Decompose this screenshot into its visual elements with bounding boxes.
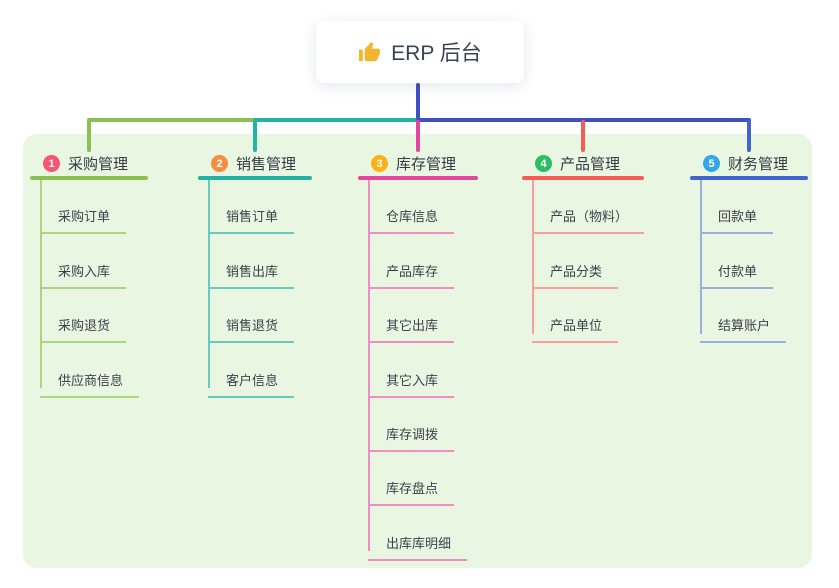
branch-title-finance[interactable]: 5 财务管理 xyxy=(690,151,808,176)
node-sales-return[interactable]: 销售退货 xyxy=(208,289,295,344)
node-outbound-detail[interactable]: 出库库明细 xyxy=(368,506,468,561)
branch-drop-2 xyxy=(253,120,257,152)
node-purchase-inbound[interactable]: 采购入库 xyxy=(40,234,127,289)
branch-title-sales[interactable]: 2 销售管理 xyxy=(198,151,312,176)
node-warehouse-info[interactable]: 仓库信息 xyxy=(368,180,455,235)
branch-number-badge: 2 xyxy=(211,155,228,172)
node-product-unit[interactable]: 产品单位 xyxy=(532,289,619,344)
node-other-inbound[interactable]: 其它入库 xyxy=(368,343,455,398)
node-product-stock[interactable]: 产品库存 xyxy=(368,234,455,289)
node-product-material[interactable]: 产品（物料） xyxy=(532,180,645,235)
branch-underline xyxy=(30,176,148,180)
branch-title-inventory[interactable]: 3 库存管理 xyxy=(358,151,478,176)
node-settlement-account[interactable]: 结算账户 xyxy=(700,289,787,344)
thumbs-up-icon xyxy=(358,41,381,64)
branch-product: 4 产品管理 产品（物料） 产品分类 产品单位 xyxy=(522,151,645,344)
branch-inventory: 3 库存管理 仓库信息 产品库存 其它出库 其它入库 库存调拨 库存盘点 出库库… xyxy=(358,151,478,561)
branch-purchase: 1 采购管理 采购订单 采购入库 采购退货 供应商信息 xyxy=(30,151,148,398)
children-connector-line xyxy=(700,180,702,334)
branch-underline xyxy=(198,176,312,180)
root-node[interactable]: ERP 后台 xyxy=(316,21,524,83)
bus-segment-teal xyxy=(253,118,418,122)
node-stock-transfer[interactable]: 库存调拨 xyxy=(368,398,455,452)
branch-underline xyxy=(358,176,478,180)
branch-label: 库存管理 xyxy=(396,156,457,173)
node-sales-order[interactable]: 销售订单 xyxy=(208,180,295,235)
root-label: ERP 后台 xyxy=(391,42,482,65)
branch-sales: 2 销售管理 销售订单 销售出库 销售退货 客户信息 xyxy=(198,151,312,398)
branch-title-product[interactable]: 4 产品管理 xyxy=(522,151,644,176)
branch-label: 产品管理 xyxy=(560,156,621,173)
node-purchase-return[interactable]: 采购退货 xyxy=(40,289,127,344)
root-connector-line xyxy=(416,83,420,120)
node-customer-info[interactable]: 客户信息 xyxy=(208,343,295,398)
branch-number-badge: 5 xyxy=(703,155,720,172)
node-purchase-order[interactable]: 采购订单 xyxy=(40,180,127,235)
node-supplier-info[interactable]: 供应商信息 xyxy=(40,343,140,398)
branch-children: 仓库信息 产品库存 其它出库 其它入库 库存调拨 库存盘点 出库库明细 xyxy=(368,180,468,561)
branch-number-badge: 4 xyxy=(535,155,552,172)
node-product-category[interactable]: 产品分类 xyxy=(532,234,619,289)
background-panel xyxy=(23,134,812,568)
branch-drop-4 xyxy=(581,120,585,152)
branch-drop-3 xyxy=(416,120,420,152)
branch-title-purchase[interactable]: 1 采购管理 xyxy=(30,151,148,176)
children-connector-line xyxy=(208,180,210,388)
branch-drop-5 xyxy=(747,120,751,152)
node-payment-bill[interactable]: 付款单 xyxy=(700,234,774,289)
bus-segment-green xyxy=(87,118,255,122)
branch-children: 产品（物料） 产品分类 产品单位 xyxy=(532,180,645,344)
node-sales-outbound[interactable]: 销售出库 xyxy=(208,234,295,289)
branch-drop-1 xyxy=(87,120,91,152)
branch-finance: 5 财务管理 回款单 付款单 结算账户 xyxy=(690,151,808,344)
node-receipt-bill[interactable]: 回款单 xyxy=(700,180,774,235)
children-connector-line xyxy=(368,180,370,551)
branch-number-badge: 1 xyxy=(43,155,60,172)
branch-label: 财务管理 xyxy=(728,156,789,173)
branch-label: 销售管理 xyxy=(236,156,297,173)
branch-underline xyxy=(522,176,644,180)
branch-number-badge: 3 xyxy=(371,155,388,172)
children-connector-line xyxy=(40,180,42,388)
branch-children: 采购订单 采购入库 采购退货 供应商信息 xyxy=(40,180,140,398)
node-stock-taking[interactable]: 库存盘点 xyxy=(368,452,455,507)
branch-label: 采购管理 xyxy=(68,156,129,173)
branch-children: 回款单 付款单 结算账户 xyxy=(700,180,787,344)
node-other-outbound[interactable]: 其它出库 xyxy=(368,289,455,344)
branch-children: 销售订单 销售出库 销售退货 客户信息 xyxy=(208,180,295,398)
branch-underline xyxy=(690,176,808,180)
children-connector-line xyxy=(532,180,534,334)
